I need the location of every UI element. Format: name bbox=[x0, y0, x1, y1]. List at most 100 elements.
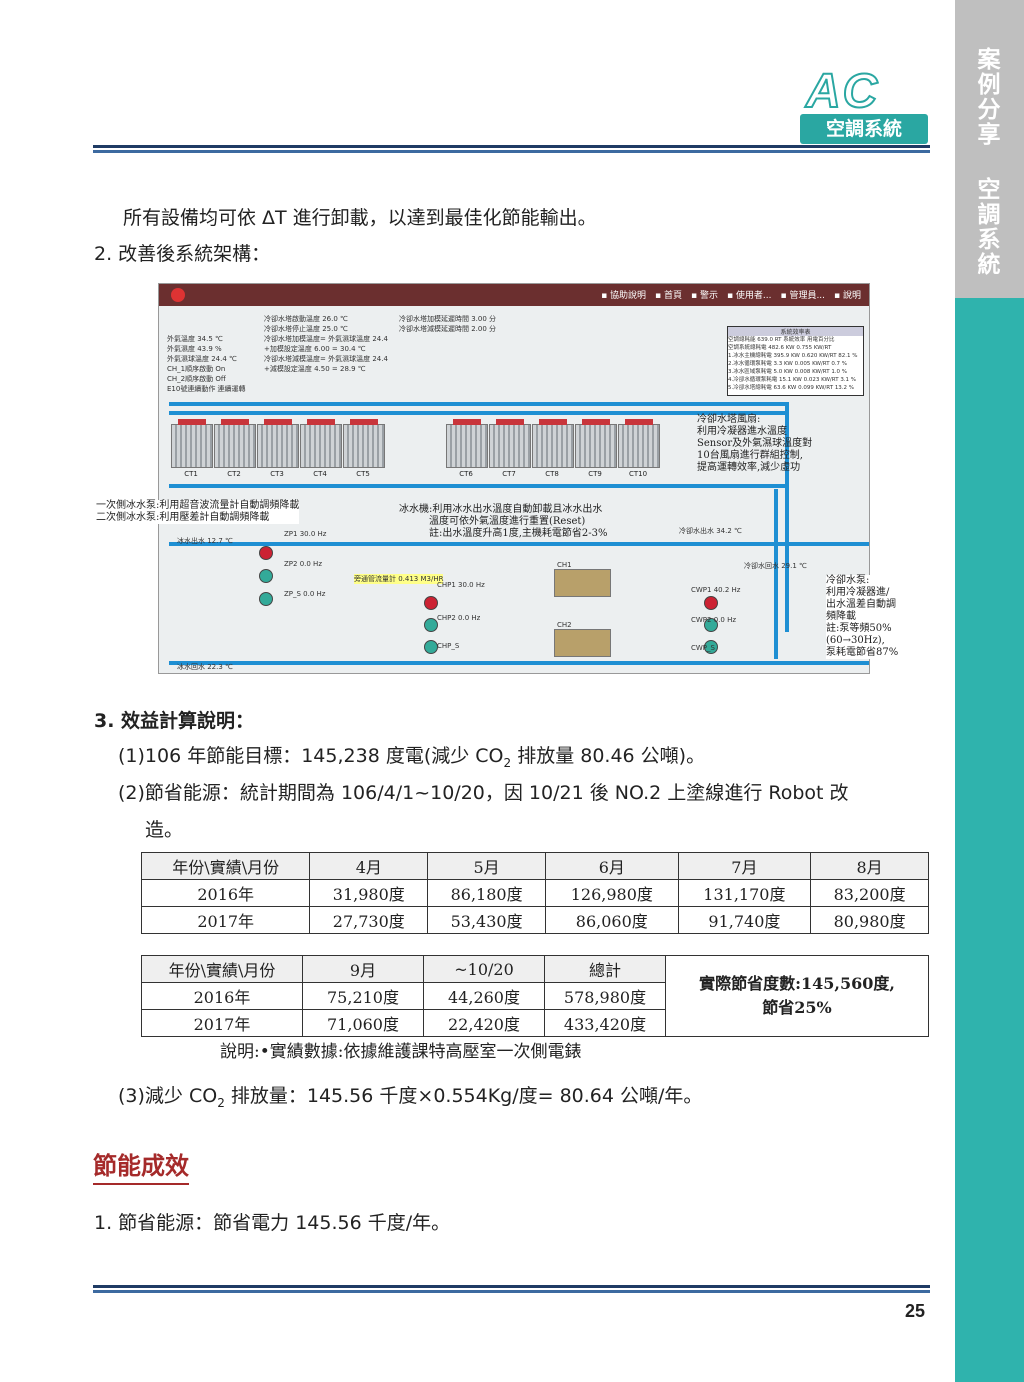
footer-rule bbox=[93, 1285, 930, 1293]
cooling-tower-ct3 bbox=[257, 419, 299, 468]
tower-label: CT2 bbox=[227, 470, 241, 478]
pump-chp2-icon bbox=[424, 618, 438, 632]
tower-label: CT10 bbox=[628, 470, 648, 478]
table-header-cell: 6月 bbox=[545, 852, 679, 880]
tower-label: CT4 bbox=[313, 470, 327, 478]
table-row: 2017年 71,060度 22,420度 433,420度 bbox=[141, 1009, 929, 1037]
table-cell: 86,060度 bbox=[545, 906, 679, 934]
table-row: 2016年 75,210度 44,260度 578,980度 bbox=[141, 982, 929, 1010]
chiller-ch1 bbox=[554, 569, 611, 597]
savings-summary-cell: 實際節省度數:145,560度,節省25% bbox=[665, 955, 929, 1037]
riser-pipe bbox=[785, 402, 789, 632]
table-cell: 126,980度 bbox=[545, 879, 679, 907]
pump-cwp1-icon bbox=[704, 596, 718, 610]
ac-logo-label: 空調系統 bbox=[800, 114, 928, 144]
cooling-tower-ct8 bbox=[532, 419, 574, 468]
tower-label: CT5 bbox=[356, 470, 370, 478]
table-cell: 44,260度 bbox=[423, 982, 545, 1010]
scada-nav-bar: ▪ 協助說明 ▪ 首頁 ▪ 警示 ▪ 使用者... ▪ 管理員... ▪ 說明 bbox=[159, 284, 869, 306]
table-header-row: 年份\實績\月份 4月 5月 6月 7月 8月 bbox=[140, 852, 929, 880]
condenser-return-label: 冷卻水回水 29.1 ℃ bbox=[744, 562, 807, 570]
pump-chp1-icon bbox=[424, 596, 438, 610]
saving-line-1: (2)節省能源：統計期間為 106/4/1~10/20，因 10/21 後 NO… bbox=[118, 782, 849, 804]
table-header-cell: 9月 bbox=[302, 955, 424, 983]
pump-cwps-icon bbox=[704, 640, 718, 654]
side-tab-top bbox=[955, 0, 1024, 298]
tower-fan-note: 冷卻水塔風扇: 利用冷凝器進水溫度 Sensor及外氣濕球溫度對 10台風扇進行… bbox=[697, 414, 813, 473]
architecture-heading: 2. 改善後系統架構： bbox=[94, 243, 271, 265]
chps-label: CHP_S bbox=[437, 642, 460, 650]
pump-zp2-icon bbox=[259, 569, 273, 583]
intro-line: 所有設備均可依 ΔT 進行卸載，以達到最佳化節能輸出。 bbox=[123, 207, 597, 229]
table-row: 2017年 27,730度 53,430度 86,060度 91,740度 80… bbox=[140, 906, 929, 934]
table-cell: 86,180度 bbox=[427, 879, 546, 907]
condenser-pipe bbox=[774, 489, 778, 659]
chilled-supply-label: 冰水出水 12.7 ℃ bbox=[177, 537, 233, 545]
cooling-tower-ct2 bbox=[214, 419, 256, 468]
table-header-cell: 年份\實績\月份 bbox=[140, 852, 311, 880]
tower-label: CT7 bbox=[502, 470, 516, 478]
table-header-row: 年份\實績\月份 9月 ~10/20 總計 實際節省度數:145,560度,節省… bbox=[141, 955, 929, 1037]
section-title: 節能成效 bbox=[93, 1146, 189, 1185]
status-right-block: 冷卻水塔加模延遲時間 3.00 分冷卻水塔減模延遲時間 2.00 分 bbox=[399, 315, 497, 333]
cooling-header-pipe-2 bbox=[169, 411, 789, 415]
table-cell: 80,980度 bbox=[810, 906, 929, 934]
table-cell: 2016年 bbox=[140, 879, 311, 907]
table-header-cell: 總計 bbox=[544, 955, 666, 983]
tower-label: CT9 bbox=[588, 470, 602, 478]
header-rule bbox=[93, 145, 930, 153]
cooling-pump-note: 冷卻水泵: 利用冷凝器進/ 出水溫差自動調 頻降載 註:泵等頻50% (60→3… bbox=[826, 575, 899, 659]
cooling-tower-ct5 bbox=[343, 419, 385, 468]
monthly-usage-table-2: 年份\實績\月份 9月 ~10/20 總計 實際節省度數:145,560度,節省… bbox=[141, 955, 929, 1037]
trane-logo-icon bbox=[171, 288, 185, 302]
chiller-ch2 bbox=[554, 629, 611, 657]
table-cell: 91,740度 bbox=[677, 906, 812, 934]
tower-label: CT1 bbox=[184, 470, 198, 478]
table-cell: 53,430度 bbox=[427, 906, 546, 934]
cwp1-label: CWP1 40.2 Hz bbox=[691, 586, 741, 594]
table-cell: 578,980度 bbox=[544, 982, 666, 1010]
chilled-supply-pipe bbox=[169, 542, 869, 546]
table-cell: 131,170度 bbox=[677, 879, 812, 907]
pump-cwp2-icon bbox=[704, 618, 718, 632]
cwps-label: CWP_S bbox=[691, 644, 715, 652]
monthly-usage-table-1: 年份\實績\月份 4月 5月 6月 7月 8月 2016年 31,980度 86… bbox=[140, 852, 929, 934]
table-cell: 433,420度 bbox=[544, 1009, 666, 1037]
table-cell: 2017年 bbox=[140, 906, 311, 934]
cooling-tower-ct6 bbox=[446, 419, 488, 468]
table-row: 2016年 31,980度 86,180度 126,980度 131,170度 … bbox=[140, 879, 929, 907]
chiller-note: 冰水機:利用冰水出水溫度自動卸載且冰水出水 溫度可依外氣溫度進行重置(Reset… bbox=[399, 504, 608, 539]
tower-label: CT8 bbox=[545, 470, 559, 478]
side-tab: 案例分享 空調系統 bbox=[955, 0, 1024, 1382]
target-line: (1)106 年節能目標：145,238 度電(減少 CO2 排放量 80.46… bbox=[118, 745, 706, 770]
cooling-header-pipe bbox=[169, 402, 789, 406]
result-line: 1. 節省能源：節省電力 145.56 千度/年。 bbox=[94, 1212, 451, 1234]
tower-label: CT3 bbox=[270, 470, 284, 478]
ch2-label: CH2 bbox=[557, 621, 572, 629]
saving-line-2: 造。 bbox=[145, 819, 184, 841]
table-cell: 2017年 bbox=[141, 1009, 303, 1037]
table-header-cell: 年份\實績\月份 bbox=[141, 955, 303, 983]
table-cell: 2016年 bbox=[141, 982, 303, 1010]
tower-return-pipe bbox=[169, 484, 789, 488]
scada-screenshot: ▪ 協助說明 ▪ 首頁 ▪ 警示 ▪ 使用者... ▪ 管理員... ▪ 說明 … bbox=[158, 283, 870, 674]
cooling-tower-ct10 bbox=[618, 419, 660, 468]
ac-logo: AC 空調系統 bbox=[800, 64, 930, 144]
cwp2-label: CWP2 0.0 Hz bbox=[691, 616, 737, 624]
table-cell: 83,200度 bbox=[810, 879, 929, 907]
co2-reduction-line: (3)減少 CO2 排放量：145.56 千度×0.554Kg/度= 80.64… bbox=[118, 1085, 703, 1110]
pump-zp1-icon bbox=[259, 546, 273, 560]
zps-label: ZP_S 0.0 Hz bbox=[284, 590, 326, 598]
cooling-tower-ct4 bbox=[300, 419, 342, 468]
ac-logo-letters: AC bbox=[805, 64, 880, 119]
scada-nav-links: ▪ 協助說明 ▪ 首頁 ▪ 警示 ▪ 使用者... ▪ 管理員... ▪ 說明 bbox=[601, 291, 861, 301]
ch1-label: CH1 bbox=[557, 561, 572, 569]
table-note: 說明:•實績數據:依據維護課特高壓室一次側電錶 bbox=[220, 1042, 582, 1062]
chp2-label: CHP2 0.0 Hz bbox=[437, 614, 481, 622]
page-number: 25 bbox=[905, 1301, 926, 1321]
table-header-cell: 8月 bbox=[810, 852, 929, 880]
benefit-heading: 3. 效益計算說明： bbox=[94, 710, 255, 732]
zp2-label: ZP2 0.0 Hz bbox=[284, 560, 322, 568]
